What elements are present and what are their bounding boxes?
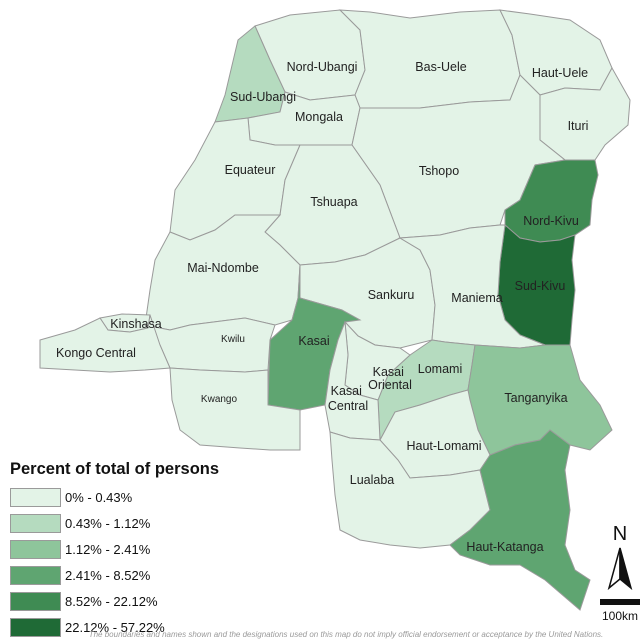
north-arrow-icon	[607, 547, 633, 591]
label-tshuapa: Tshuapa	[310, 195, 357, 209]
label-sud-kivu: Sud-Kivu	[515, 279, 566, 293]
legend-swatch	[10, 514, 61, 533]
disclaimer-text: The boundaries and names shown and the d…	[88, 630, 604, 639]
legend-swatch	[10, 566, 61, 585]
label-kinshasa: Kinshasa	[110, 317, 161, 331]
legend-item: 0% - 0.43%	[10, 487, 250, 508]
legend-item: 2.41% - 8.52%	[10, 565, 250, 586]
province-haut-katanga[interactable]	[449, 429, 591, 611]
label-kasai: Kasai	[298, 334, 329, 348]
label-kasai-central-line2: Central	[328, 399, 368, 413]
map-legend: Percent of total of persons 0% - 0.43% 0…	[10, 460, 250, 643]
north-arrow-and-scale: N 100km	[600, 523, 640, 622]
legend-label: 2.41% - 8.52%	[65, 568, 151, 583]
legend-label: 22.12% - 57.22%	[65, 620, 165, 635]
label-tanganyika: Tanganyika	[504, 391, 567, 405]
label-kongo-central: Kongo Central	[56, 346, 136, 360]
province-kongo-central[interactable]	[39, 314, 171, 373]
label-maniema: Maniema	[451, 291, 502, 305]
label-kwango: Kwango	[201, 394, 238, 405]
legend-item: 22.12% - 57.22%	[10, 617, 250, 638]
label-mai-ndombe: Mai-Ndombe	[187, 261, 259, 275]
legend-swatch	[10, 488, 61, 507]
label-nord-ubangi: Nord-Ubangi	[287, 60, 358, 74]
legend-label: 1.12% - 2.41%	[65, 542, 151, 557]
legend-swatch	[10, 592, 61, 611]
scale-label: 100km	[602, 609, 638, 622]
legend-item: 1.12% - 2.41%	[10, 539, 250, 560]
scale-bar	[600, 599, 640, 605]
legend-label: 0% - 0.43%	[65, 490, 133, 505]
label-kasai-central-line1: Kasai	[331, 384, 362, 398]
legend-item: 0.43% - 1.12%	[10, 513, 250, 534]
label-bas-uele: Bas-Uele	[415, 60, 466, 74]
label-haut-lomami: Haut-Lomami	[406, 439, 481, 453]
label-tshopo: Tshopo	[419, 164, 459, 178]
label-kwilu: Kwilu	[221, 334, 245, 345]
province-maniema[interactable]	[398, 224, 546, 349]
label-kasai-central: Kasai Central	[328, 384, 368, 413]
legend-title: Percent of total of persons	[10, 460, 220, 478]
province-kwango[interactable]	[169, 367, 301, 451]
label-ituri: Ituri	[568, 119, 589, 133]
label-kasai-oriental: Kasai Oriental	[368, 365, 412, 392]
label-haut-uele: Haut-Uele	[532, 66, 588, 80]
legend-swatch	[10, 618, 61, 637]
label-lomami: Lomami	[418, 362, 462, 376]
legend-swatch	[10, 540, 61, 559]
label-equateur: Equateur	[225, 163, 276, 177]
province-kasai-central[interactable]	[324, 321, 381, 441]
legend-label: 8.52% - 22.12%	[65, 594, 158, 609]
label-kasai-oriental-line1: Kasai	[373, 365, 404, 379]
north-label: N	[613, 523, 627, 545]
label-haut-katanga: Haut-Katanga	[466, 540, 543, 554]
label-sankuru: Sankuru	[368, 288, 415, 302]
label-sud-ubangi: Sud-Ubangi	[230, 90, 296, 104]
label-lualaba: Lualaba	[350, 473, 395, 487]
label-mongala: Mongala	[295, 110, 343, 124]
legend-item: 8.52% - 22.12%	[10, 591, 250, 612]
legend-label: 0.43% - 1.12%	[65, 516, 151, 531]
label-nord-kivu: Nord-Kivu	[523, 214, 579, 228]
label-kasai-oriental-line2: Oriental	[368, 378, 412, 392]
province-bas-uele[interactable]	[338, 9, 521, 109]
